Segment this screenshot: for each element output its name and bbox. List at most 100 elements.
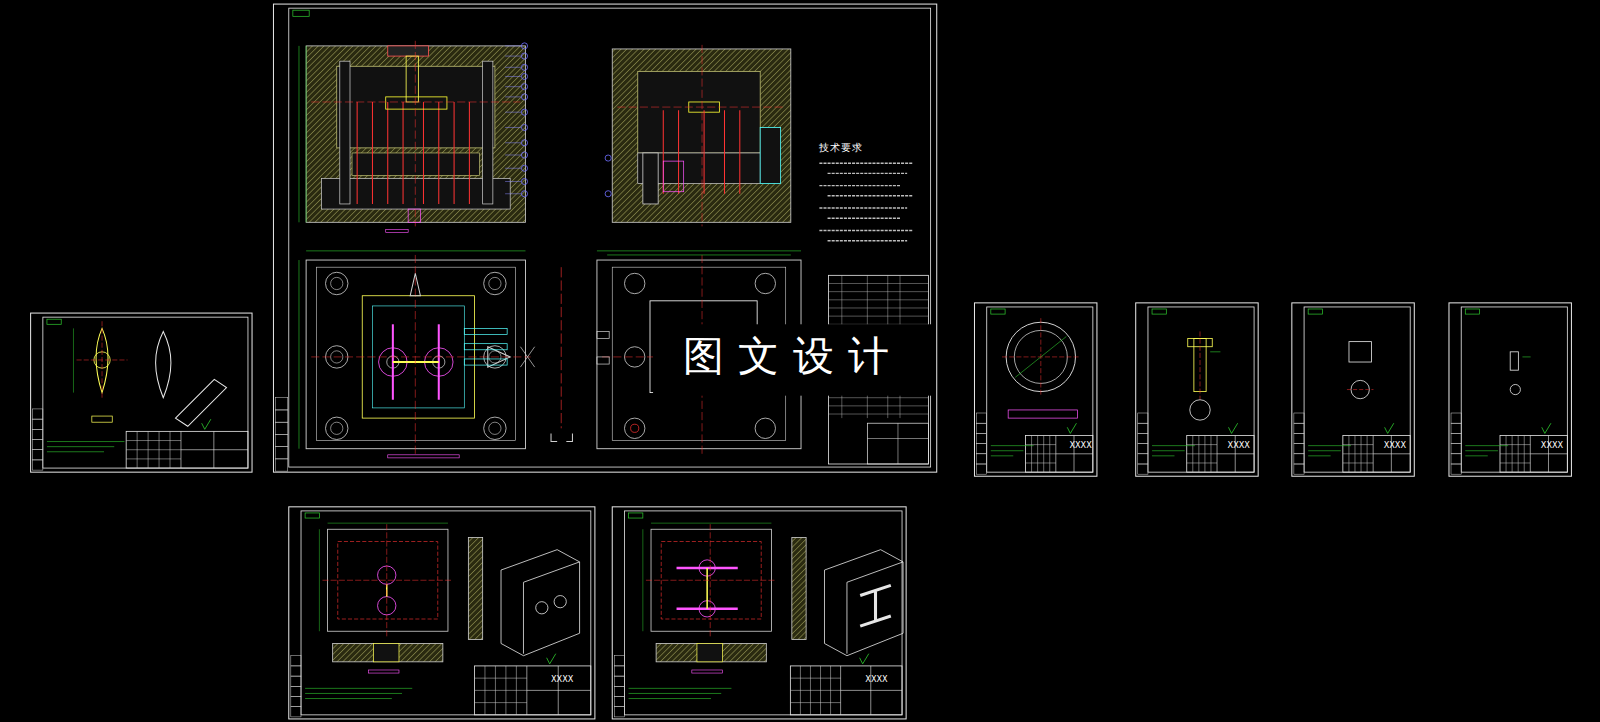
callout-circle (521, 84, 527, 90)
strip-cell (1451, 433, 1461, 443)
dimension-line (306, 46, 307, 222)
watermark-ground (653, 324, 934, 395)
center-line (710, 524, 711, 636)
part-isometric (176, 379, 227, 426)
guide-bush (624, 273, 644, 293)
view-title (388, 455, 459, 458)
note-line (1308, 445, 1351, 446)
title-grid (1500, 462, 1530, 463)
leader-line (505, 168, 521, 169)
dimension-line (1210, 351, 1220, 352)
mold-plates (612, 49, 791, 222)
sheet-frame (43, 317, 248, 468)
title-grid (1524, 435, 1525, 472)
strip-cell (614, 676, 624, 686)
side-section (792, 537, 806, 639)
drawing-sheet (1136, 303, 1258, 476)
title-block (790, 666, 902, 715)
title-block (1026, 435, 1093, 472)
title-grid (1367, 435, 1368, 472)
title-grid (213, 431, 214, 468)
title-grid (1187, 444, 1217, 445)
sheet-frame (1304, 307, 1410, 472)
roughness-mark (1228, 423, 1237, 433)
callout-circle (521, 53, 527, 59)
view-title (368, 670, 399, 673)
title-block (1187, 435, 1254, 472)
mold-plates (306, 46, 525, 222)
sheet-border (1449, 303, 1571, 476)
title-grid (1343, 462, 1373, 463)
note-line (828, 240, 908, 241)
guide-bush (755, 418, 775, 438)
note-line (1465, 450, 1498, 451)
callout-circle (521, 43, 527, 49)
callout-circle (521, 64, 527, 70)
bushing-top (1190, 400, 1210, 420)
title-grid (1373, 453, 1410, 454)
cooling-nipple (597, 331, 609, 338)
note-line (629, 688, 732, 689)
callout-circle (521, 94, 527, 100)
note-line (1465, 445, 1508, 446)
callout-circle (521, 109, 527, 115)
title-grid (841, 690, 902, 691)
center-line (415, 41, 416, 227)
title-grid (1031, 435, 1032, 472)
title-grid (1210, 435, 1211, 472)
title-grid (1026, 453, 1056, 454)
callout-circle (521, 73, 527, 79)
note-line (991, 455, 1013, 456)
title-grid (1037, 435, 1038, 472)
table-row (829, 283, 929, 284)
leader-line (505, 155, 521, 156)
dimension-line (328, 523, 448, 524)
strip-cell (33, 450, 43, 460)
strip-cell (1451, 444, 1461, 454)
title-grid (159, 431, 160, 468)
cavity-plate (638, 71, 760, 153)
runner (393, 361, 439, 363)
strip-cell (614, 697, 624, 707)
center-line (617, 107, 785, 108)
center-line (311, 356, 530, 357)
strip-cell (1138, 433, 1148, 443)
title-grid (1348, 435, 1349, 472)
sprue-bushing (406, 56, 418, 102)
sheet-tag (1465, 309, 1479, 314)
title-block (1343, 435, 1410, 472)
leader-line (505, 127, 521, 128)
strip-cell (291, 666, 301, 676)
view-mark (520, 347, 534, 367)
callout-circle (521, 152, 527, 158)
strip-cell (276, 459, 288, 471)
title-grid (1361, 435, 1362, 472)
guide-pillar (483, 61, 493, 204)
strip-cell (614, 656, 624, 666)
sheet-frame (987, 307, 1093, 472)
title-grid (1049, 435, 1050, 472)
runner (706, 568, 708, 609)
section-cut (697, 643, 723, 661)
pin-end (1510, 384, 1520, 394)
part-cavity (386, 97, 447, 109)
title-grid (1500, 444, 1530, 445)
note-line (991, 450, 1024, 451)
title-cell: XXXX (1541, 441, 1563, 451)
guide-bush (326, 417, 348, 439)
center-line (322, 580, 453, 581)
title-grid (1530, 453, 1567, 454)
guide-pin (489, 277, 501, 289)
plate-section (656, 643, 766, 661)
strip-cell (1294, 423, 1304, 433)
view-title (386, 229, 408, 232)
title-grid (1187, 462, 1217, 463)
strip-cell (1294, 464, 1304, 474)
note-line (819, 162, 913, 163)
title-cell: XXXX (865, 675, 887, 685)
sheet-border (273, 4, 936, 472)
strip-cell (291, 697, 301, 707)
strip-cell (977, 454, 987, 464)
side-section (468, 537, 482, 639)
title-block (126, 431, 248, 468)
